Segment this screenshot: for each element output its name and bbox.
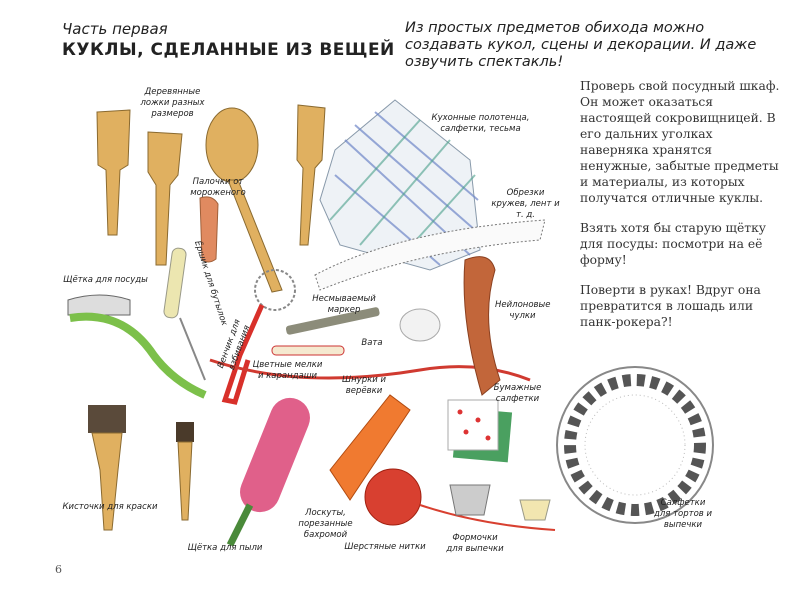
whisk-illustration [221, 269, 296, 405]
paint-brushes-illustration [88, 405, 194, 531]
label-baking-cups: Формочки для выпечки [446, 533, 504, 554]
label-towels: Кухонные полотенца, салфетки, тесьма [431, 113, 530, 134]
label-laces: Шнурки и верёвки [342, 375, 386, 396]
bottle-brush-illustration [163, 247, 187, 319]
crayon-illustration [271, 345, 345, 356]
kitchen-towel-illustration [319, 99, 481, 271]
popsicle-stick-illustration [199, 196, 219, 263]
label-doilies: Салфетки для тортов и выпечки [653, 498, 713, 530]
part-label: Часть первая [62, 20, 168, 38]
label-duster: Щётка для пыли [187, 543, 263, 553]
yarn-ball-illustration [364, 468, 422, 526]
wooden-spoons-illustration [96, 104, 326, 293]
doily-illustration [556, 366, 714, 524]
label-spoons: Деревянные ложки разных размеров [140, 87, 205, 119]
label-paint-brushes: Кисточки для краски [62, 502, 158, 512]
lace-illustration [314, 219, 546, 291]
label-lace: Обрезки кружев, лент и т. д. [491, 188, 560, 220]
label-sticks: Палочки от мороженого [190, 177, 246, 198]
page-title: КУКЛЫ, СДЕЛАННЫЕ ИЗ ВЕЩЕЙ [62, 40, 395, 60]
page-number: 6 [55, 563, 62, 576]
marker-illustration [285, 307, 380, 335]
body-text: Проверь свой посудный шкаф. Он может ока… [580, 78, 780, 344]
label-marker: Несмываемый маркер [312, 294, 376, 315]
label-rags: Лоскуты, порезанные бахромой [298, 508, 353, 540]
duster-illustration [226, 397, 310, 547]
label-crayons: Цветные мелки и карандаши [252, 360, 323, 381]
label-stockings: Нейлоновые чулки [495, 300, 551, 321]
lead-paragraph: Из простых предметов обихода можно созда… [405, 20, 757, 70]
paper-napkins-illustration [447, 399, 513, 463]
cotton-illustration [399, 308, 441, 342]
label-yarn: Шерстяные нитки [344, 542, 426, 552]
stocking-illustration [463, 256, 501, 396]
body-paragraph: Проверь свой посудный шкаф. Он может ока… [580, 79, 780, 205]
body-paragraph: Взять хотя бы старую щётку для посуды: п… [580, 221, 766, 267]
body-paragraph: Поверти в руках! Вдруг она превратится в… [580, 283, 761, 329]
fringe-rags-illustration [329, 394, 411, 501]
baking-cups-illustration [449, 484, 551, 521]
label-napkins: Бумажные салфетки [493, 383, 542, 404]
label-cotton: Вата [361, 338, 383, 348]
dish-brush-illustration [67, 294, 207, 399]
label-dish-brush: Щётка для посуды [63, 275, 148, 285]
